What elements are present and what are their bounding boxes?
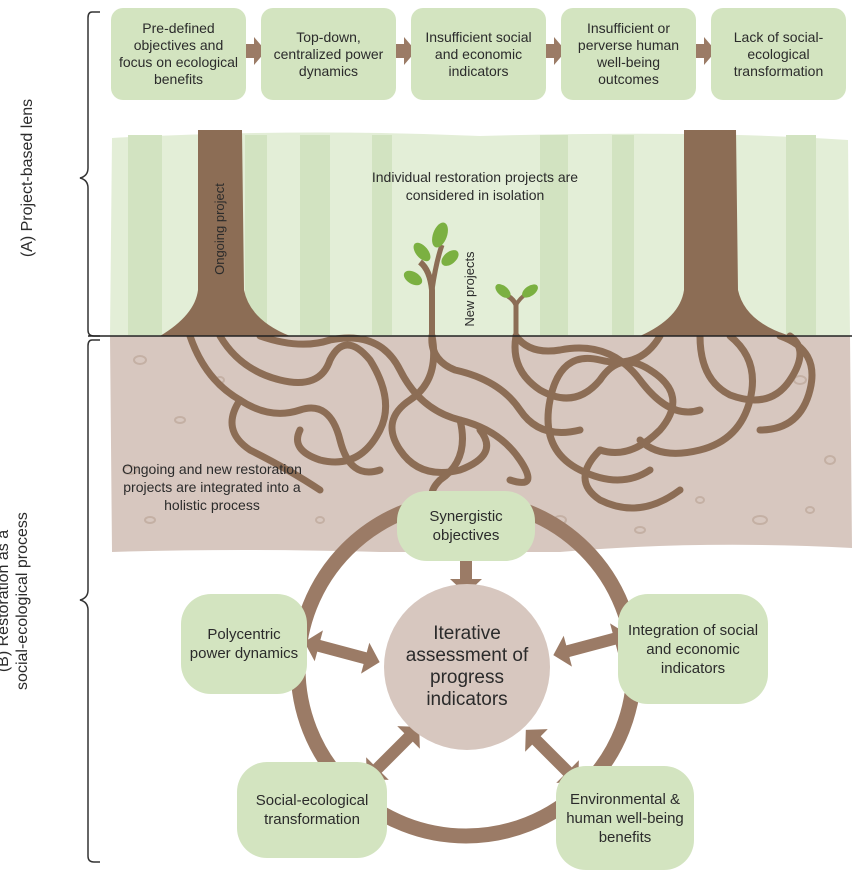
flow-step-1: Pre-defined objectives and focus on ecol…	[111, 8, 246, 100]
forest-background	[110, 132, 850, 336]
section-a-label: (A) Project-based lens	[19, 98, 36, 258]
center-iterative-assessment: Iterative assessment of progress indicat…	[384, 584, 550, 750]
node-social-ecological-transformation: Social-ecological transformation	[237, 762, 387, 858]
flow-step-3: Insufficient social and economic indicat…	[411, 8, 546, 100]
flow-arrows	[243, 37, 716, 65]
section-b-label: (B) Restoration as a social-ecological p…	[0, 512, 31, 690]
node-synergistic-objectives: Synergistic objectives	[397, 491, 535, 561]
soil-caption: Ongoing and new restoration projects are…	[122, 461, 302, 513]
node-environmental-benefits: Environmental & human well-being benefit…	[556, 766, 694, 870]
forest-caption: Individual restoration projects are cons…	[371, 169, 579, 203]
flow-step-4: Insufficient or perverse human well-bein…	[561, 8, 696, 100]
tangled-roots	[186, 332, 816, 514]
background-trees	[128, 135, 816, 335]
ongoing-project-trunk	[160, 130, 290, 336]
flow-step-5: Lack of social-ecological transformation	[711, 8, 846, 100]
node-integration-indicators: Integration of social and economic indic…	[618, 594, 768, 704]
bracket-b	[79, 339, 100, 863]
new-project-saplings	[403, 222, 538, 336]
ongoing-project-label: Ongoing project	[212, 183, 227, 275]
new-projects-label: New projects	[462, 251, 477, 327]
right-tree-trunk	[640, 130, 790, 336]
flow-step-2: Top-down, centralized power dynamics	[261, 8, 396, 100]
node-polycentric-power: Polycentric power dynamics	[181, 594, 307, 694]
bracket-a	[79, 11, 100, 337]
